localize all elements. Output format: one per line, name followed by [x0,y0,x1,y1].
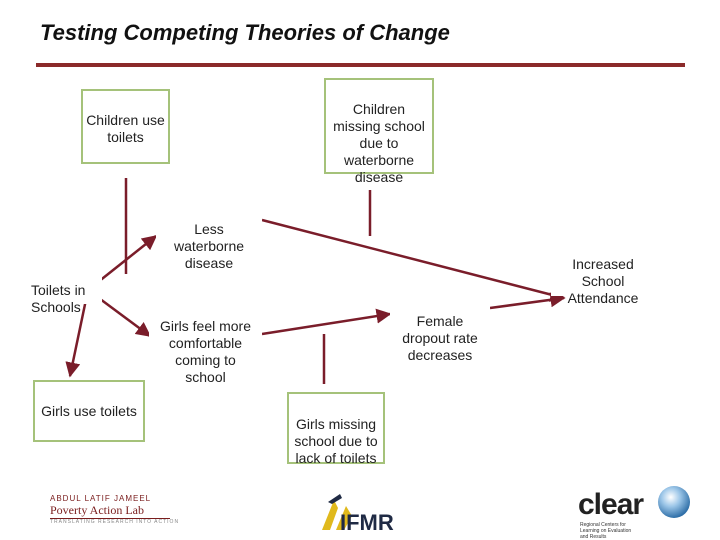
clear-logo: clear Regional Centers for Learning on E… [576,484,696,540]
node-children-missing-school-label: Children missing school due to waterborn… [333,101,425,185]
arrow-dropout-to-attendance [489,292,566,310]
clear-logo-subtitle: Regional Centers for Learning on Evaluat… [580,522,632,540]
jpal-logo-line2: Poverty Action Lab [50,503,170,519]
node-children-missing-school: Children missing school due to waterborn… [324,78,434,185]
arrow-less-waterborne-to-attendance [261,218,566,302]
node-children-use-toilets: Children use toilets [81,89,170,164]
title-rule [36,63,685,67]
node-female-dropout-label: Female dropout rate decreases [402,313,478,363]
node-girls-missing-school-label: Girls missing school due to lack of toil… [294,416,378,466]
node-less-waterborne-label: Less waterborne disease [173,221,245,271]
ifmr-mark-icon [322,494,352,530]
node-children-use-toilets-label: Children use toilets [86,112,165,145]
node-girls-comfortable-label: Girls feel more comfortable coming to sc… [159,318,252,385]
node-girls-missing-school: Girls missing school due to lack of toil… [287,392,385,466]
node-girls-use-toilets: Girls use toilets [33,380,145,442]
node-girls-use-toilets-label: Girls use toilets [41,403,137,419]
node-less-waterborne: Less waterborne disease [156,203,262,271]
globe-icon [658,486,690,518]
ifmr-logo: IFMR [318,490,418,536]
node-toilets-in-schools: Toilets in Schools [8,262,102,315]
node-increased-attendance-label: Increased School Attendance [567,256,639,306]
slide-title: Testing Competing Theories of Change [40,20,450,45]
jpal-logo-line1: ABDUL LATIF JAMEEL [50,494,152,503]
clear-logo-text: clear [578,488,644,521]
jpal-logo: ABDUL LATIF JAMEEL Poverty Action Lab TR… [50,494,180,530]
node-increased-attendance: Increased School Attendance [551,238,655,306]
node-girls-comfortable: Girls feel more comfortable coming to sc… [149,298,262,385]
ifmr-logo-text: IFMR [340,510,394,535]
node-toilets-in-schools-label: Toilets in Schools [31,282,86,315]
arrow-toilets-to-girls-use [65,289,90,378]
node-female-dropout: Female dropout rate decreases [390,294,490,363]
jpal-logo-line3: TRANSLATING RESEARCH INTO ACTION [50,519,180,525]
arrow-comfortable-to-dropout [261,308,392,336]
